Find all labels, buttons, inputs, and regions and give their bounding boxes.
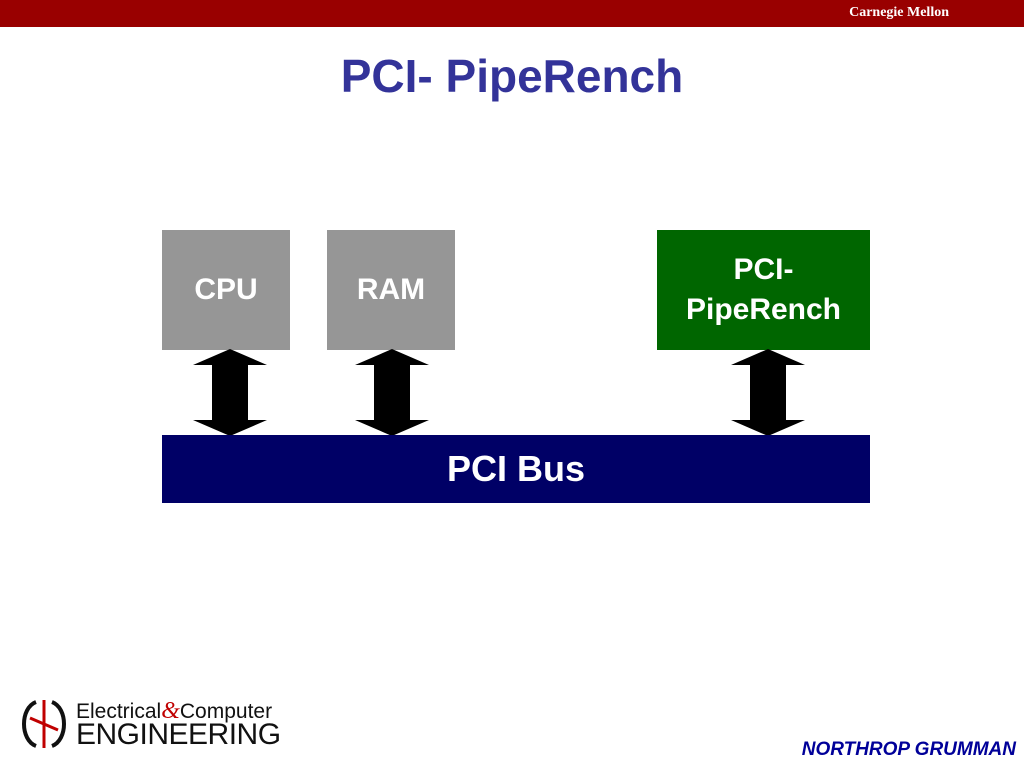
- ram-box: RAM: [327, 230, 455, 350]
- cpu-label: CPU: [194, 273, 258, 306]
- pci-piperench-label-line1: PCI-: [733, 253, 794, 286]
- pci-piperench-box: PCI- PipeRench: [657, 230, 870, 350]
- ece-logo-line2: ENGINEERING: [76, 718, 281, 751]
- pci-piperench-label-line2: PipeRench: [685, 293, 842, 326]
- ece-logo-word-electrical: Electrical: [76, 700, 162, 723]
- institution-name: Carnegie Mellon: [849, 5, 949, 20]
- header-bar: Carnegie Mellon: [0, 0, 1024, 27]
- piperench-bus-arrow: [731, 349, 805, 436]
- ece-logo-ampersand: &: [161, 698, 180, 724]
- sponsor-logo-text: NORTHROP GRUMMAN: [801, 739, 1016, 760]
- ece-logo-line1: Electrical&Computer: [76, 698, 272, 725]
- cpu-box: CPU: [162, 230, 290, 350]
- ece-logo-word-computer: Computer: [179, 700, 273, 723]
- ece-logo: Electrical&Computer ENGINEERING: [16, 696, 281, 752]
- ram-label: RAM: [356, 273, 426, 306]
- cpu-bus-arrow: [193, 349, 267, 436]
- pci-bus: PCI Bus: [162, 435, 870, 503]
- slide-title: PCI- PipeRench: [340, 50, 684, 102]
- ram-bus-arrow: [355, 349, 429, 436]
- pci-bus-label: PCI Bus: [446, 448, 586, 489]
- ece-emblem-icon: [22, 700, 66, 748]
